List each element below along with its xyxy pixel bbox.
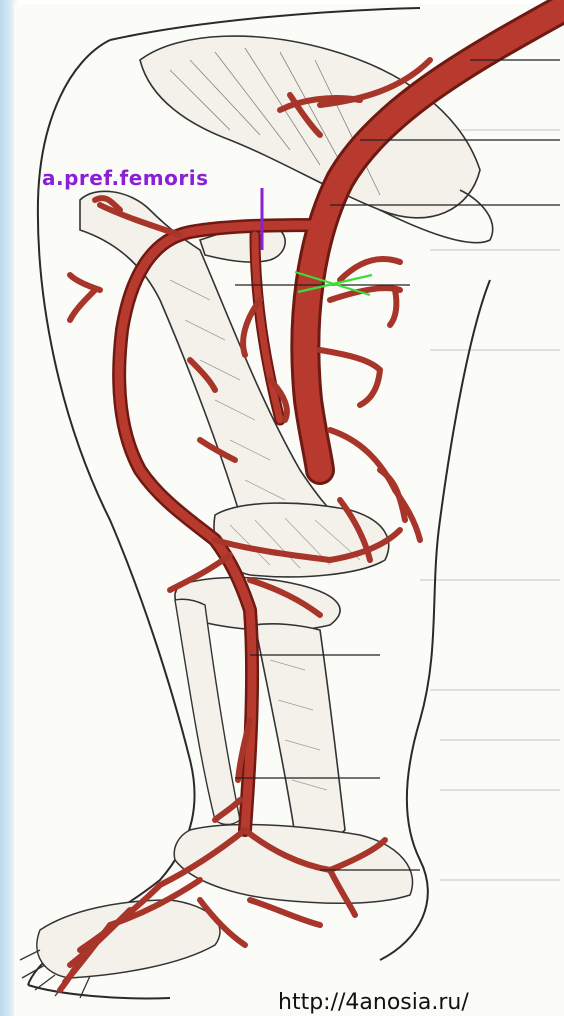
tibia-bone	[255, 624, 345, 839]
source-url: http://4anosia.ru/	[278, 990, 469, 1015]
fibula-bone	[175, 599, 240, 824]
background-page-lines	[420, 130, 560, 880]
artery-label: a.pref.femoris	[42, 166, 209, 190]
